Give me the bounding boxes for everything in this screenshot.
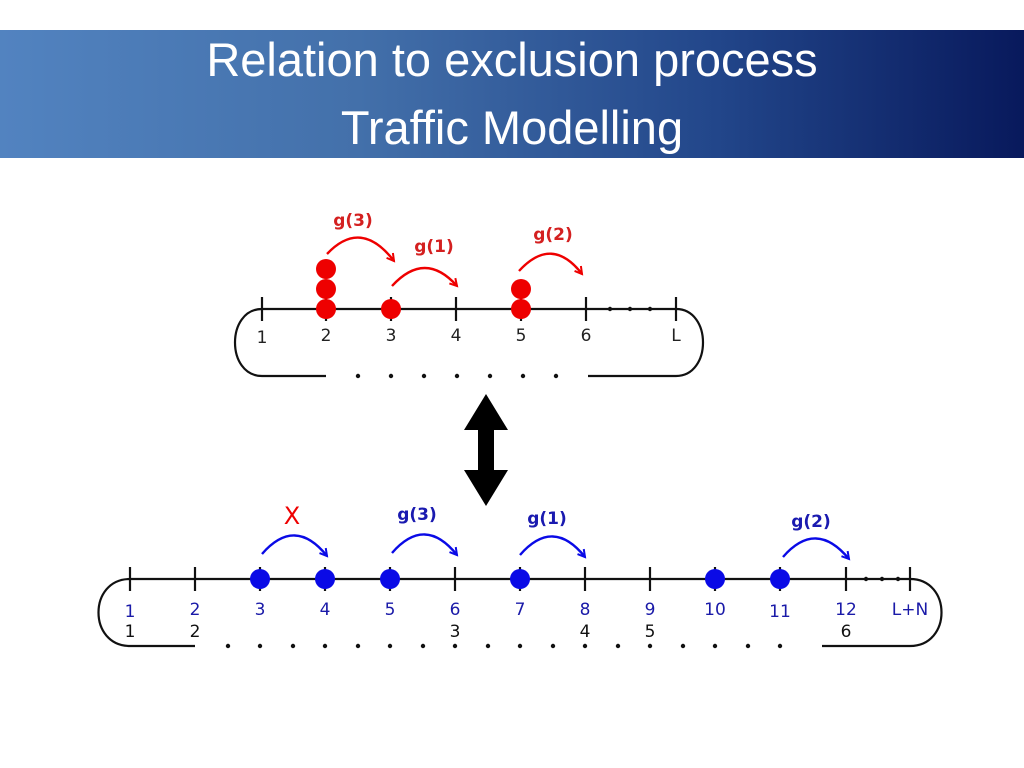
- blocked-hop-mark: X: [284, 502, 300, 530]
- mapped-site-label: 4: [580, 622, 591, 642]
- bottom-site-label: 9: [645, 600, 656, 620]
- top-site-label: L: [671, 326, 681, 346]
- bottom-site-label: 4: [320, 600, 331, 620]
- particle: [770, 569, 790, 589]
- hop-rate-label: g(3): [397, 505, 437, 525]
- bottom-site-label: 6: [450, 600, 461, 620]
- top-site-label: 6: [581, 326, 592, 346]
- bottom-site-label: 12: [835, 600, 857, 620]
- bottom-hop-labels: g(3) g(1) g(2): [397, 505, 831, 532]
- hop-rate-label: g(2): [533, 225, 573, 245]
- double-headed-vertical-arrow-icon: [464, 394, 508, 506]
- hop-arrow: [518, 252, 582, 274]
- hop-rate-label: g(3): [333, 211, 373, 231]
- slide-subtitle: Traffic Modelling: [340, 101, 684, 154]
- top-site-label: 3: [386, 326, 397, 346]
- bottom-site-label: 5: [385, 600, 396, 620]
- mapped-site-label: 5: [645, 622, 656, 642]
- hop-arrow: [391, 266, 457, 286]
- particle: [511, 299, 531, 319]
- bottom-site-label: 7: [515, 600, 526, 620]
- bottom-site-label: 10: [704, 600, 726, 620]
- bottom-ellipsis-dots: [225, 576, 901, 649]
- top-lattice: 1 2 3 4 5 6 L g(3) g(1) g(2): [233, 211, 705, 379]
- particle: [315, 569, 335, 589]
- bottom-site-label: L+N: [892, 600, 928, 620]
- top-hop-arrows: [326, 236, 582, 286]
- top-site-label: 1: [257, 328, 268, 348]
- mapped-site-labels: 1 2 3 4 5 6: [125, 622, 852, 642]
- particle: [316, 279, 336, 299]
- mapped-site-label: 6: [841, 622, 852, 642]
- top-site-label: 2: [321, 326, 332, 346]
- hop-arrow: [326, 236, 394, 261]
- particle: [316, 299, 336, 319]
- bottom-site-label: 2: [190, 600, 201, 620]
- mapped-site-label: 2: [190, 622, 201, 642]
- bottom-site-labels: 1 2 3 4 5 6 7 8 9 10 11 12 L+N: [125, 600, 929, 622]
- top-particles: [316, 259, 531, 319]
- top-ring-line: [233, 307, 705, 378]
- slide-title: Relation to exclusion process: [206, 33, 818, 86]
- bottom-site-label: 3: [255, 600, 266, 620]
- hop-rate-label: g(1): [414, 237, 454, 257]
- mapped-site-label: 1: [125, 622, 136, 642]
- bottom-particles: [250, 569, 790, 589]
- top-site-label: 5: [516, 326, 527, 346]
- title-bar: Relation to exclusion process Traffic Mo…: [0, 30, 1024, 158]
- bottom-site-label: 11: [769, 602, 791, 622]
- bottom-site-label: 1: [125, 602, 136, 622]
- bottom-site-label: 8: [580, 600, 591, 620]
- hop-rate-label: g(2): [791, 512, 831, 532]
- particle: [381, 299, 401, 319]
- hop-arrow: [261, 534, 327, 556]
- particle: [705, 569, 725, 589]
- particle: [511, 279, 531, 299]
- mapped-site-label: 3: [450, 622, 461, 642]
- top-ellipsis-dots: [355, 306, 653, 379]
- particle: [250, 569, 270, 589]
- top-hop-labels: g(3) g(1) g(2): [333, 211, 573, 257]
- particle: [510, 569, 530, 589]
- hop-rate-label: g(1): [527, 509, 567, 529]
- hop-arrow: [782, 537, 849, 559]
- hop-arrow: [519, 535, 585, 557]
- top-site-label: 4: [451, 326, 462, 346]
- top-site-labels: 1 2 3 4 5 6 L: [257, 326, 682, 348]
- particle: [380, 569, 400, 589]
- particle: [316, 259, 336, 279]
- bottom-hop-arrows: [261, 533, 849, 559]
- bottom-lattice: 1 2 3 4 5 6 7 8 9 10 11 12 L+N 1 2 3 4 5…: [97, 502, 943, 649]
- hop-arrow: [391, 533, 457, 555]
